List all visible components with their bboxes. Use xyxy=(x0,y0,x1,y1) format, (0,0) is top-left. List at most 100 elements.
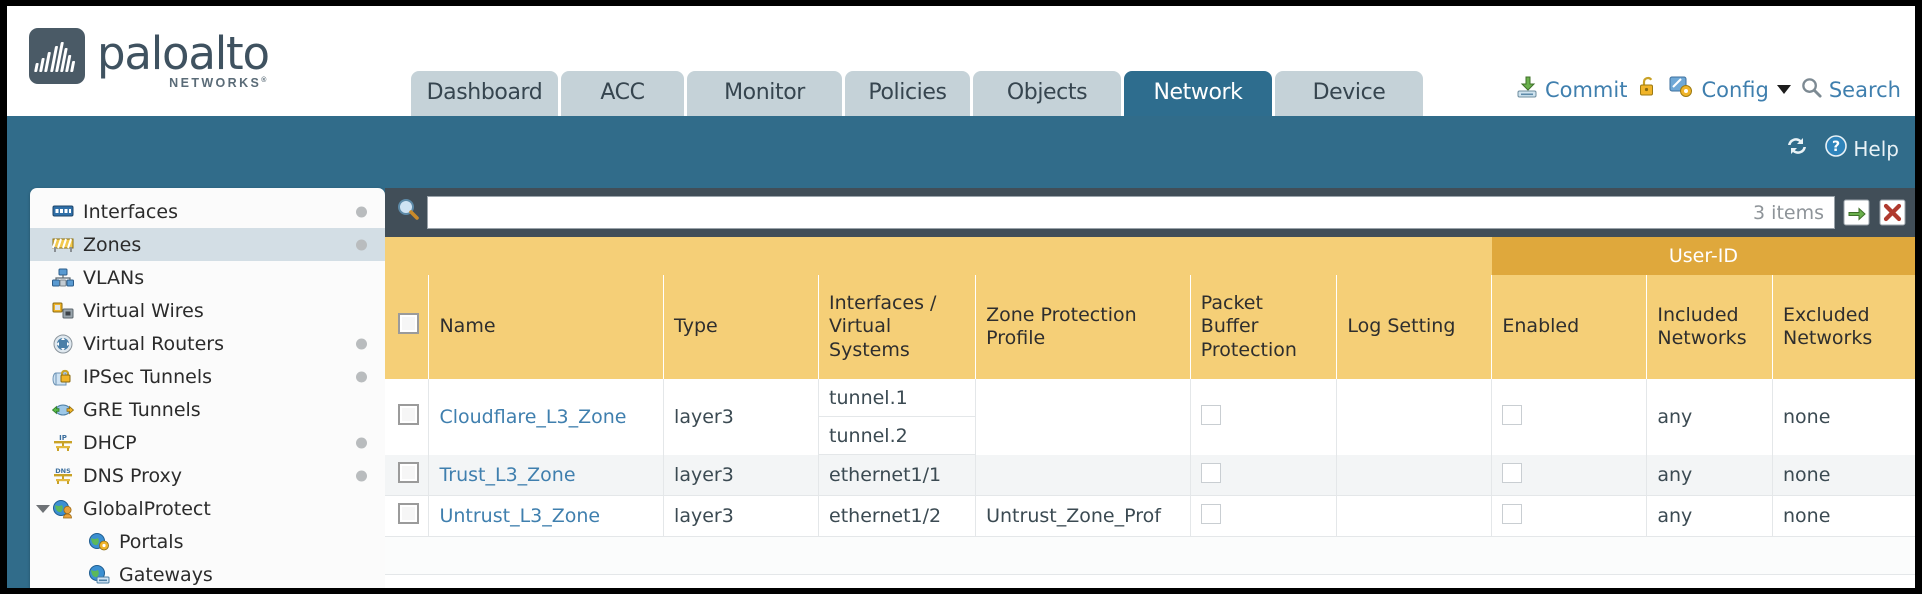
cell-interfaces: ethernet1/2 xyxy=(818,495,976,537)
sidebar-status-dot xyxy=(356,206,367,217)
search-field-wrap: 3 items xyxy=(427,196,1835,229)
sidebar-item-label: DNS Proxy xyxy=(83,464,182,487)
zone-name-link[interactable]: Trust_L3_Zone xyxy=(439,464,576,486)
magnifier-icon[interactable] xyxy=(395,197,421,228)
tab-objects[interactable]: Objects xyxy=(973,71,1121,116)
cell-log-setting xyxy=(1336,495,1492,537)
row-checkbox[interactable] xyxy=(398,462,419,483)
cell-name: Cloudflare_L3_Zone xyxy=(428,379,664,455)
ipsec-tunnels-icon xyxy=(52,367,74,387)
cell-excluded-networks: none xyxy=(1772,379,1915,455)
sidebar-item-ipsec-tunnels[interactable]: IPSec Tunnels xyxy=(30,360,385,393)
sidebar-item-label: Virtual Wires xyxy=(83,299,204,322)
search-button[interactable]: Search xyxy=(1800,76,1901,104)
tab-device[interactable]: Device xyxy=(1275,71,1423,116)
packet-buffer-protection-checkbox[interactable] xyxy=(1200,462,1221,483)
packet-buffer-protection-checkbox[interactable] xyxy=(1200,503,1221,524)
sidebar-item-label: Virtual Routers xyxy=(83,332,224,355)
cell-zone-protection-profile xyxy=(975,455,1191,496)
zone-name-link[interactable]: Untrust_L3_Zone xyxy=(439,505,601,527)
sidebar-item-dhcp[interactable]: IP DHCP xyxy=(30,426,385,459)
config-dropdown[interactable]: Config xyxy=(1669,75,1791,104)
userid-enabled-checkbox[interactable] xyxy=(1502,503,1523,524)
expander-triangle-icon[interactable] xyxy=(36,504,50,513)
row-checkbox[interactable] xyxy=(398,404,419,425)
sidebar-status-dot xyxy=(356,371,367,382)
clear-filter-button[interactable] xyxy=(1877,198,1907,228)
row-select-cell xyxy=(385,455,429,496)
sidebar-item-vlans[interactable]: VLANs xyxy=(30,261,385,294)
zones-table: User-ID Name Type Interfaces / Virtual S… xyxy=(385,237,1915,575)
config-label: Config xyxy=(1701,77,1769,102)
sidebar-item-globalprotect[interactable]: GlobalProtect xyxy=(30,492,385,525)
cell-included-networks: any xyxy=(1646,379,1773,455)
logo-bars-icon xyxy=(34,42,80,72)
tab-policies[interactable]: Policies xyxy=(845,71,970,116)
cell-interfaces: ethernet1/1 xyxy=(818,455,976,496)
column-header-excluded-networks[interactable]: Excluded Networks xyxy=(1772,275,1915,379)
search-input[interactable] xyxy=(428,198,1754,227)
unlock-icon[interactable] xyxy=(1636,75,1660,104)
cell-log-setting xyxy=(1336,379,1492,455)
tab-acc[interactable]: ACC xyxy=(561,71,684,116)
sidebar-item-interfaces[interactable]: Interfaces xyxy=(30,195,385,228)
tab-dashboard[interactable]: Dashboard xyxy=(411,71,558,116)
sidebar-item-label: Interfaces xyxy=(83,200,178,223)
tab-network[interactable]: Network xyxy=(1124,71,1272,116)
context-band: ? Help xyxy=(7,116,1915,188)
sidebar-item-portals[interactable]: Portals xyxy=(30,525,385,558)
refresh-icon[interactable] xyxy=(1784,134,1810,163)
row-checkbox[interactable] xyxy=(398,503,419,524)
cell-packet-buffer-protection xyxy=(1189,495,1337,537)
select-all-checkbox[interactable] xyxy=(398,313,419,335)
brand-tagline: NETWORKS® xyxy=(97,76,269,90)
table-filler-cell xyxy=(385,536,1915,575)
help-button[interactable]: ? Help xyxy=(1824,134,1899,163)
help-label: Help xyxy=(1853,136,1899,161)
column-header-packet-buffer-protection[interactable]: Packet Buffer Protection xyxy=(1189,275,1337,379)
filter-bar: 3 items xyxy=(385,188,1915,237)
cell-included-networks: any xyxy=(1646,495,1773,537)
apply-filter-button[interactable] xyxy=(1841,198,1871,228)
sidebar-item-dns-proxy[interactable]: DNS DNS Proxy xyxy=(30,459,385,492)
commit-label: Commit xyxy=(1544,77,1628,102)
group-header-user-id: User-ID xyxy=(1491,237,1915,275)
gateways-icon xyxy=(88,564,110,585)
sidebar-item-label: IPSec Tunnels xyxy=(83,365,213,388)
userid-enabled-checkbox[interactable] xyxy=(1502,404,1523,425)
main-tabs: Dashboard ACC Monitor Policies Objects N… xyxy=(411,71,1423,116)
userid-enabled-checkbox[interactable] xyxy=(1502,462,1523,483)
sidebar-item-gateways[interactable]: Gateways xyxy=(30,558,385,588)
table-row[interactable]: Trust_L3_Zone layer3 ethernet1/1 any xyxy=(385,455,1915,496)
brand-tagline-text: NETWORKS xyxy=(169,76,262,90)
brand-registered-mark: ® xyxy=(261,76,269,84)
column-header-name[interactable]: Name xyxy=(428,275,664,379)
packet-buffer-protection-checkbox[interactable] xyxy=(1200,404,1221,425)
app-window: paloalto NETWORKS® Dashboard ACC Monitor… xyxy=(7,6,1915,588)
tab-monitor[interactable]: Monitor xyxy=(687,71,842,116)
help-question-icon: ? xyxy=(1824,134,1848,163)
commit-button[interactable]: Commit xyxy=(1515,75,1628,104)
column-header-log-setting[interactable]: Log Setting xyxy=(1336,275,1492,379)
sidebar-item-label: Portals xyxy=(119,530,184,553)
select-all-header xyxy=(385,275,429,379)
config-wrench-icon xyxy=(1669,75,1695,104)
zone-name-link[interactable]: Cloudflare_L3_Zone xyxy=(439,406,627,428)
table-row[interactable]: Untrust_L3_Zone layer3 ethernet1/2 Untru… xyxy=(385,495,1915,537)
dhcp-icon: IP xyxy=(52,433,74,453)
cell-userid-enabled xyxy=(1491,455,1647,496)
cell-type: layer3 xyxy=(663,495,819,537)
paloalto-logo: paloalto NETWORKS® xyxy=(29,28,270,90)
column-header-type[interactable]: Type xyxy=(663,275,819,379)
sidebar-item-gre-tunnels[interactable]: GRE Tunnels xyxy=(30,393,385,426)
virtual-wires-icon xyxy=(52,301,74,321)
sidebar-item-virtual-wires[interactable]: Virtual Wires xyxy=(30,294,385,327)
column-header-interfaces[interactable]: Interfaces / Virtual Systems xyxy=(818,275,976,379)
column-header-zone-protection-profile[interactable]: Zone Protection Profile xyxy=(975,275,1191,379)
sidebar-item-zones[interactable]: Zones xyxy=(30,228,385,261)
column-header-included-networks[interactable]: Included Networks xyxy=(1646,275,1773,379)
sidebar-item-virtual-routers[interactable]: Virtual Routers xyxy=(30,327,385,360)
sidebar-status-dot xyxy=(356,338,367,349)
sidebar-item-label: Gateways xyxy=(119,563,213,586)
column-header-enabled[interactable]: Enabled xyxy=(1491,275,1647,379)
